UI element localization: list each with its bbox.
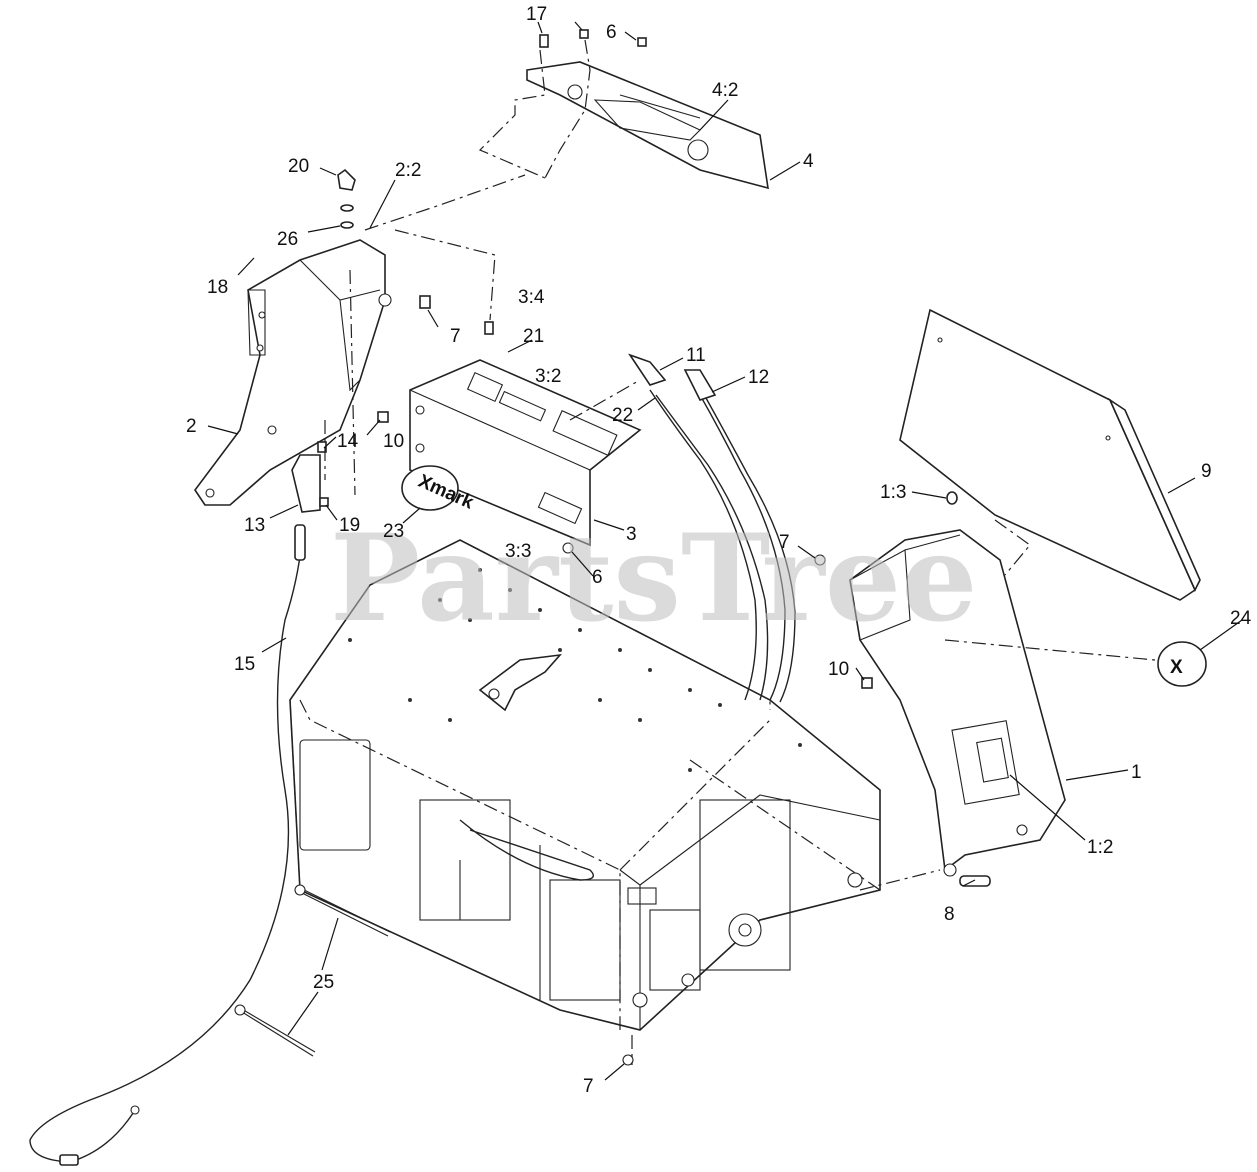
callout-6b: 6 xyxy=(592,567,603,588)
callout-10: 10 xyxy=(383,431,404,452)
callout-15: 15 xyxy=(234,654,255,675)
callout-7b: 7 xyxy=(779,532,790,553)
callout-25: 25 xyxy=(313,972,334,993)
part-25-cable-ties xyxy=(234,884,391,1057)
callout-7c: 7 xyxy=(583,1076,594,1097)
callout-11: 11 xyxy=(686,345,706,366)
callout-26: 26 xyxy=(277,229,298,250)
callout-4: 4 xyxy=(803,151,814,172)
callout-6: 6 xyxy=(606,22,617,43)
part-9-cover-panel xyxy=(899,308,1201,601)
part-2-left-bracket xyxy=(194,239,392,513)
main-frame xyxy=(289,539,881,1031)
callout-8: 8 xyxy=(944,904,955,925)
svg-text:X: X xyxy=(1170,657,1183,678)
callout-3-2: 3:2 xyxy=(535,366,561,387)
harness-cables xyxy=(628,353,796,703)
hardware xyxy=(317,29,991,1066)
callout-21: 21 xyxy=(523,326,544,347)
part-3-control-panel xyxy=(409,359,642,547)
callout-1: 1 xyxy=(1131,762,1142,783)
callout-14: 14 xyxy=(337,431,359,452)
assembly-lines xyxy=(324,39,1156,1065)
callout-24: 24 xyxy=(1230,608,1252,629)
logo-decal-23: Xmark xyxy=(401,465,477,514)
callout-2-2: 2:2 xyxy=(395,160,421,181)
frame-holes xyxy=(348,568,802,772)
callout-23: 23 xyxy=(383,521,404,542)
callout-19: 19 xyxy=(339,515,360,536)
callout-22: 22 xyxy=(612,405,633,426)
callout-1-3: 1:3 xyxy=(880,482,906,503)
callout-18: 18 xyxy=(207,277,228,298)
callout-13: 13 xyxy=(244,515,265,536)
leader-lines xyxy=(207,21,1243,1081)
part-15-cable xyxy=(29,524,306,1166)
callout-7: 7 xyxy=(450,326,461,347)
callout-17: 17 xyxy=(526,4,547,25)
callout-3-3: 3:3 xyxy=(505,541,531,562)
callout-labels: 17 6 4:2 4 20 2:2 26 18 7 3:4 21 11 12 3… xyxy=(186,4,1252,1097)
callout-20: 20 xyxy=(288,156,309,177)
part-1-side-panel xyxy=(849,529,1066,877)
callout-10b: 10 xyxy=(828,659,849,680)
callout-4-2: 4:2 xyxy=(712,80,738,101)
callout-3-4: 3:4 xyxy=(518,287,545,308)
callout-3: 3 xyxy=(626,524,637,545)
part-24-emblem: X xyxy=(1157,641,1207,687)
callout-2: 2 xyxy=(186,416,197,437)
watermark: PartsTree xyxy=(330,508,977,649)
callout-1-2: 1:2 xyxy=(1087,837,1113,858)
callout-12: 12 xyxy=(748,367,769,388)
callout-9: 9 xyxy=(1201,461,1212,482)
